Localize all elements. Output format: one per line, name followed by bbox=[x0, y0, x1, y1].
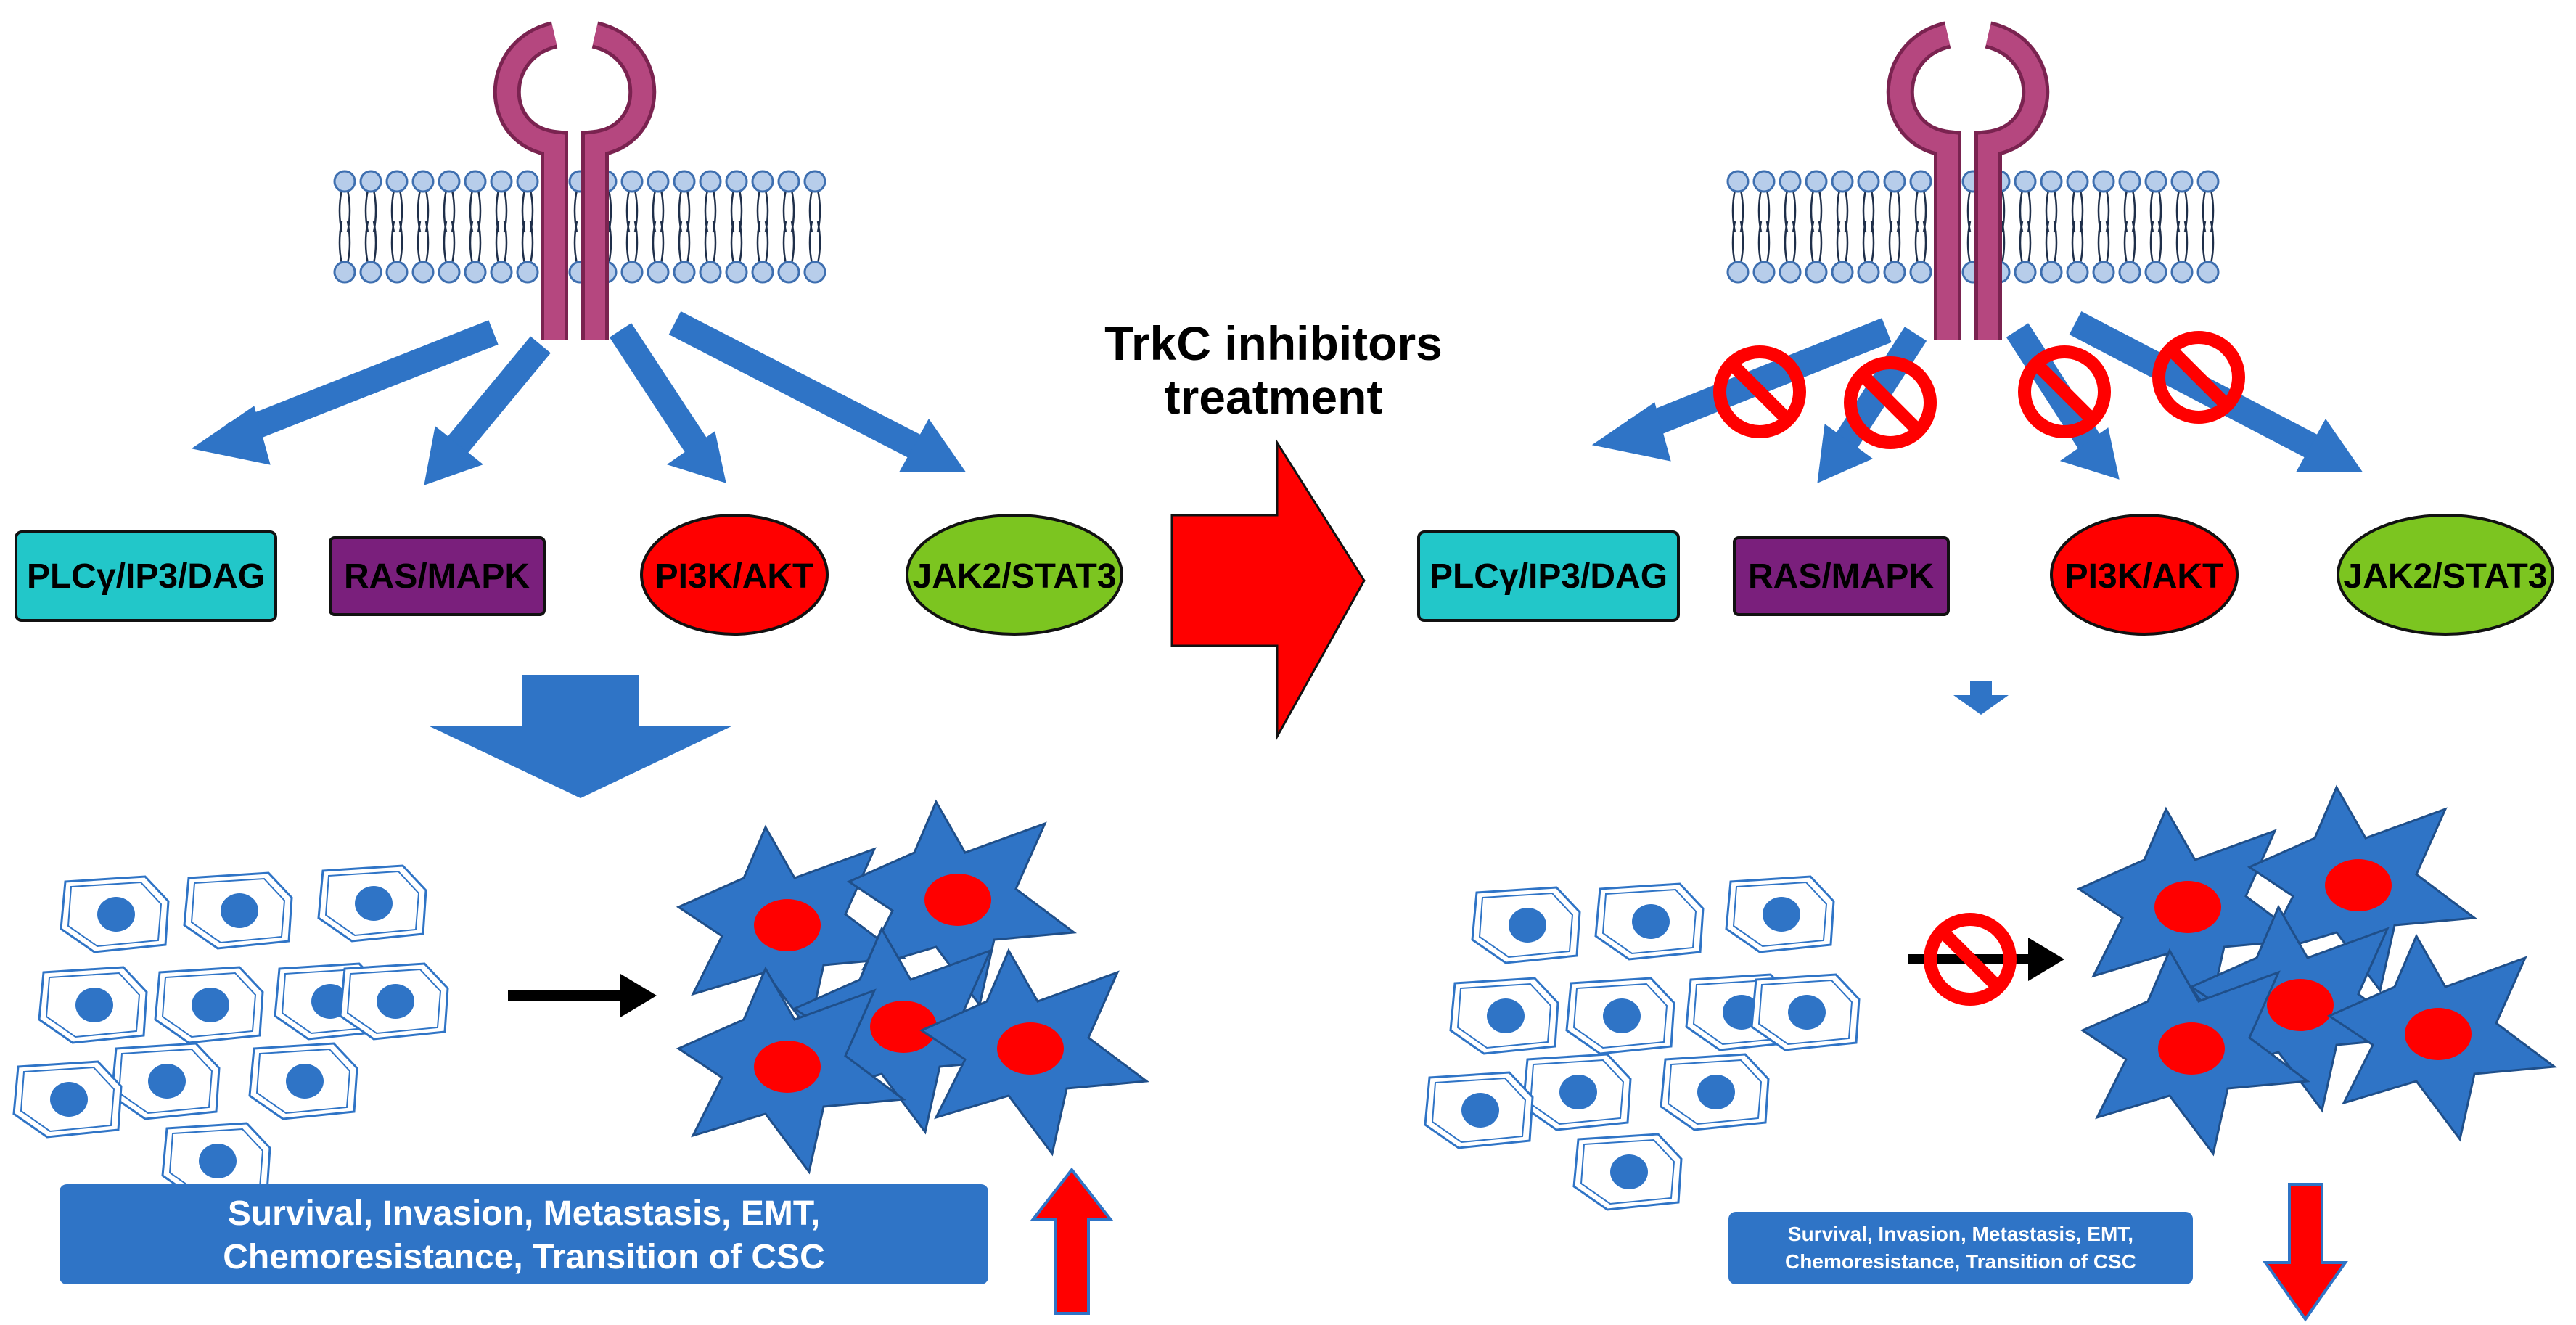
signaling-arrows bbox=[191, 311, 966, 485]
ras-pathway-box-right bbox=[1733, 536, 1950, 616]
outcome-line-1-before: Survival, Invasion, Metastasis, EMT, bbox=[228, 1194, 820, 1233]
down-arrow-icon bbox=[2263, 1183, 2348, 1322]
pi3k-pathway-label-right: PI3K/AKT bbox=[2065, 557, 2224, 596]
plc-pathway-box bbox=[15, 530, 277, 622]
big-down-arrow bbox=[428, 675, 733, 798]
arrow-to-ras bbox=[443, 336, 551, 459]
outcome-box-after bbox=[1728, 1212, 2193, 1284]
outcome-line-1-after: Survival, Invasion, Metastasis, EMT, bbox=[1788, 1223, 2133, 1245]
arrow-to-pi3k bbox=[609, 323, 708, 454]
pi3k-pathway-ellipse-right bbox=[2050, 514, 2239, 636]
blocked-signaling-arrows bbox=[1591, 311, 2363, 483]
small-down-arrow bbox=[1953, 681, 2009, 715]
ras-pathway-label: RAS/MAPK bbox=[344, 557, 530, 596]
treatment-label-line-1: TrkC inhibitors bbox=[1104, 316, 1443, 370]
treatment-section: TrkC inhibitors treatment bbox=[1104, 316, 1443, 741]
outcome-box-before bbox=[60, 1184, 988, 1284]
plc-pathway-label-right: PLCγ/IP3/DAG bbox=[1429, 557, 1668, 596]
treatment-arrow bbox=[1170, 438, 1366, 741]
ras-pathway-box bbox=[329, 536, 546, 616]
blocked-emt-arrow bbox=[1908, 919, 2064, 999]
left-panel: PLCγ/IP3/DAG RAS/MAPK PI3K/AKT JAK2/STAT… bbox=[12, 35, 1148, 1315]
jak-pathway-label: JAK2/STAT3 bbox=[913, 557, 1117, 596]
plc-pathway-box-right bbox=[1417, 530, 1680, 622]
blocked-arrow-to-jak bbox=[2069, 311, 2325, 462]
mesenchymal-cells-icon bbox=[2077, 786, 2556, 1155]
epithelial-cells-icon bbox=[1424, 875, 1861, 1211]
epithelial-cells-icon bbox=[12, 864, 449, 1200]
pi3k-pathway-label: PI3K/AKT bbox=[655, 557, 814, 596]
right-panel: PLCγ/IP3/DAG RAS/MAPK PI3K/AKT JAK2/STAT… bbox=[1417, 35, 2556, 1322]
outcome-line-2-before: Chemoresistance, Transition of CSC bbox=[223, 1238, 825, 1276]
arrow-to-jak bbox=[668, 311, 928, 462]
jak-pathway-ellipse bbox=[906, 514, 1123, 636]
plc-pathway-label: PLCγ/IP3/DAG bbox=[27, 557, 265, 596]
ras-pathway-label-right: RAS/MAPK bbox=[1748, 557, 1934, 596]
mesenchymal-cells-icon bbox=[677, 800, 1148, 1173]
blocked-arrow-to-plc bbox=[1628, 318, 1892, 444]
treatment-label-line-2: treatment bbox=[1165, 370, 1383, 424]
emt-arrow bbox=[508, 974, 657, 1017]
pi3k-pathway-ellipse bbox=[640, 514, 829, 636]
up-arrow-icon bbox=[1030, 1167, 1114, 1315]
membrane-icon bbox=[333, 170, 826, 284]
jak-pathway-label-right: JAK2/STAT3 bbox=[2344, 557, 2548, 596]
arrow-to-plc bbox=[227, 320, 499, 448]
membrane-icon bbox=[1726, 170, 2220, 284]
jak-pathway-ellipse-right bbox=[2337, 514, 2554, 636]
outcome-line-2-after: Chemoresistance, Transition of CSC bbox=[1785, 1250, 2136, 1273]
